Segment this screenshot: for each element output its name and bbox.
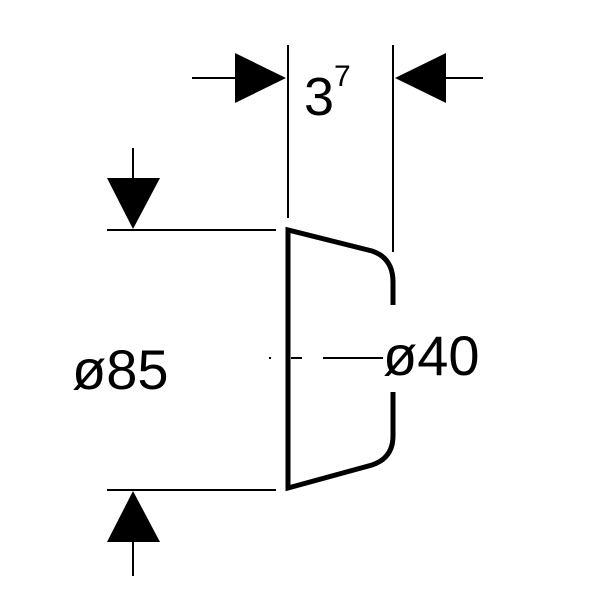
inner-diameter-label: ø40 (383, 324, 480, 387)
arrow-right-icon (235, 53, 286, 103)
arrow-down-icon (107, 178, 160, 229)
depth-label-superscript: 7 (334, 60, 351, 93)
part-outline (285, 226, 396, 492)
arrow-left-icon (395, 53, 446, 103)
depth-label: 3 (304, 67, 334, 127)
outer-diameter-label: ø85 (72, 338, 169, 401)
arrow-up-icon (107, 491, 160, 542)
